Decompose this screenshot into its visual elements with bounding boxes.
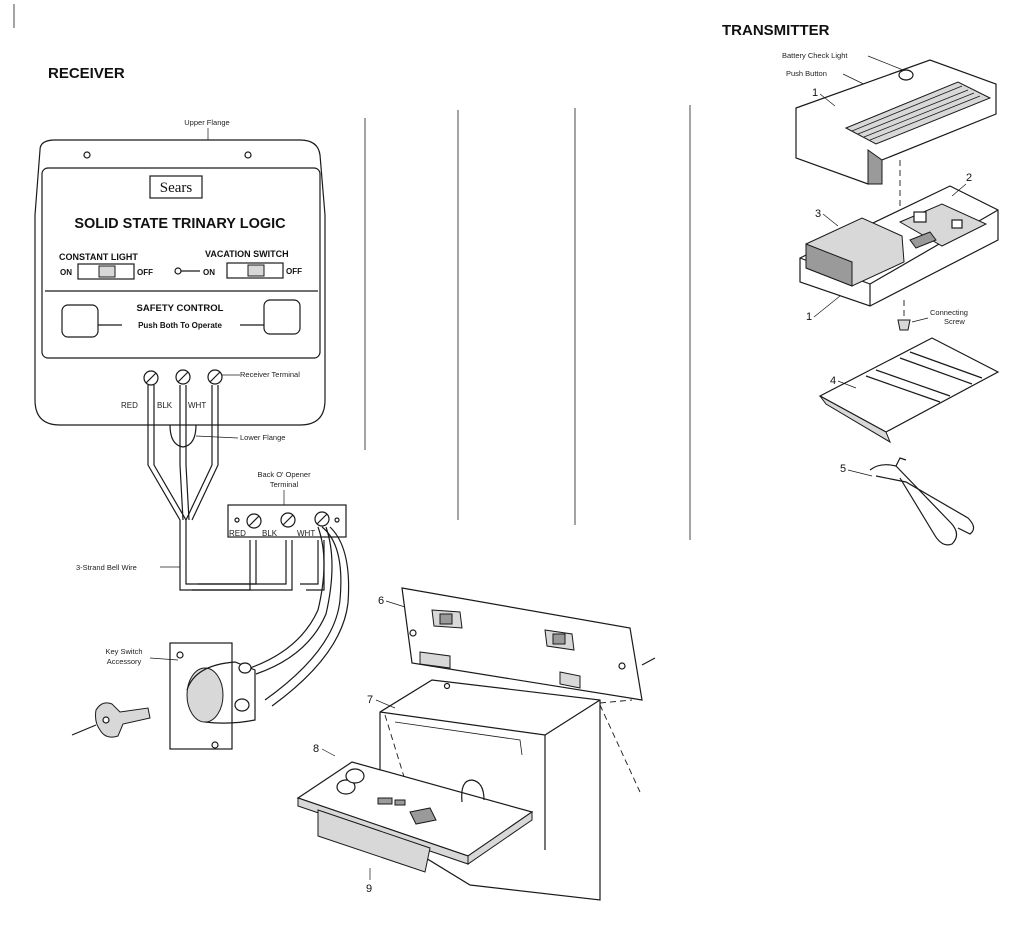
transmitter-clip-plate xyxy=(818,337,1000,444)
constant-light-label: CONSTANT LIGHT xyxy=(59,252,138,262)
bell-wire-label: 3-Strand Bell Wire xyxy=(76,563,137,572)
safety-button-left[interactable] xyxy=(61,304,99,338)
bell-wire xyxy=(147,385,325,591)
connecting-screw-label-line2: Screw xyxy=(944,317,965,326)
mount-hole xyxy=(83,151,91,159)
battery-check-light xyxy=(898,69,914,81)
panel-face xyxy=(41,167,321,359)
part-7: 7 xyxy=(367,694,373,706)
part-1-top: 1 xyxy=(812,87,818,99)
part-2: 2 xyxy=(966,172,972,184)
part-9: 9 xyxy=(366,883,372,895)
mount-hole xyxy=(244,151,252,159)
switch-knob xyxy=(98,265,116,278)
key-switch-cable xyxy=(264,526,342,701)
opener-red-label: RED xyxy=(229,529,246,538)
lower-flange xyxy=(169,424,197,448)
connecting-screw xyxy=(897,319,911,331)
safety-control-label: SAFETY CONTROL xyxy=(137,303,224,314)
off-label: OFF xyxy=(286,267,302,276)
part-4: 4 xyxy=(830,375,836,387)
push-button-label: Push Button xyxy=(786,69,827,78)
on-label: ON xyxy=(203,268,215,277)
brand-text: Sears xyxy=(160,180,193,196)
part-8: 8 xyxy=(313,743,319,755)
sears-logo xyxy=(149,175,203,199)
wire-blk-label: BLK xyxy=(157,401,173,410)
part-6: 6 xyxy=(378,595,384,607)
panel-title: SOLID STATE TRINARY LOGIC xyxy=(74,216,286,232)
key-switch-label-line2: Accessory xyxy=(107,657,142,666)
key xyxy=(71,702,151,738)
push-both-label: Push Both To Operate xyxy=(138,321,222,330)
part-3: 3 xyxy=(815,208,821,220)
wire-red-label: RED xyxy=(121,401,138,410)
receiver-circuit-board xyxy=(296,761,534,873)
transmitter-heading: TRANSMITTER xyxy=(722,22,830,39)
opener-blk-label: BLK xyxy=(262,529,278,538)
switch-knob xyxy=(247,264,265,277)
key-switch-label: Key Switch xyxy=(105,647,142,656)
connecting-screw-label: Connecting xyxy=(930,308,968,317)
visor-clip xyxy=(869,457,975,546)
transmitter-cover xyxy=(795,59,997,185)
opener-wht-label: WHT xyxy=(297,529,315,538)
receiver-terminal-label: Receiver Terminal xyxy=(240,370,300,379)
back-opener-label: Back O' Opener xyxy=(257,470,311,479)
on-label: ON xyxy=(60,268,72,277)
receiver-panel: Sears SOLID STATE TRINARY LOGIC CONSTANT… xyxy=(34,139,326,448)
part-5: 5 xyxy=(840,463,846,475)
upper-flange-label: Upper Flange xyxy=(184,118,229,127)
receiver-heading: RECEIVER xyxy=(48,65,125,82)
receiver-faceplate xyxy=(401,587,656,701)
transmitter-board xyxy=(799,185,999,307)
off-label: OFF xyxy=(137,268,153,277)
key-switch-accessory xyxy=(169,642,256,750)
battery-check-label: Battery Check Light xyxy=(782,51,848,60)
lower-flange-label: Lower Flange xyxy=(240,433,285,442)
wire-wht-label: WHT xyxy=(188,401,206,410)
vacation-switch-label: VACATION SWITCH xyxy=(205,249,289,259)
safety-button-right[interactable] xyxy=(263,299,301,335)
part-1-bottom: 1 xyxy=(806,311,812,323)
back-opener-label-line2: Terminal xyxy=(270,480,299,489)
